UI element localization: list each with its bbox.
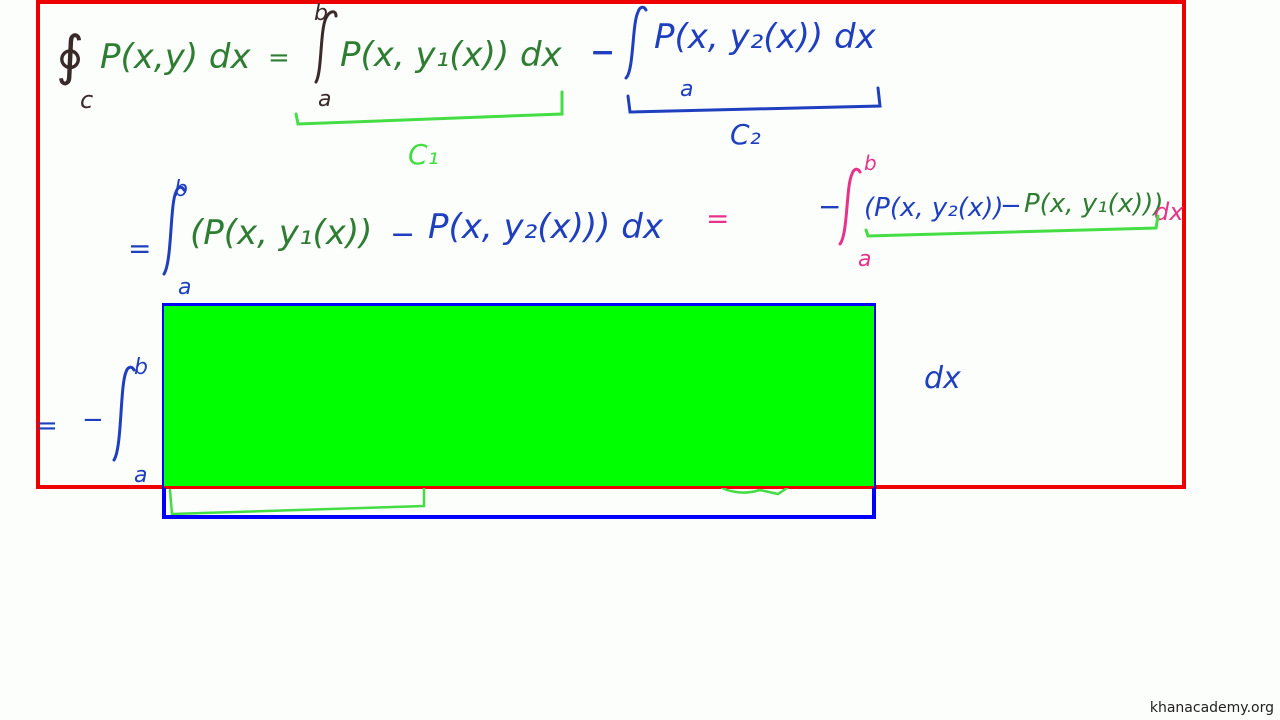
khanacademy-watermark: khanacademy.org (1149, 700, 1274, 716)
highlight-box-fill (164, 305, 874, 486)
c1-label: C₁ (408, 138, 439, 171)
line1-int1-body: P(x, y₁(x)) dx (340, 35, 563, 75)
line2-rhs-dx: dx (1154, 198, 1184, 226)
line3-underline-left (168, 486, 426, 516)
line2-rhs-integral (838, 167, 862, 246)
line2-body-green: (P(x, y₁(x)) (190, 213, 372, 253)
line2-eq2: = (706, 202, 729, 235)
line2-rhs-minus: − (818, 190, 841, 223)
line3-eq: = (36, 411, 58, 441)
line2-rhs-green: P(x, y₁(x))) (1024, 189, 1164, 219)
line2-rhs-blue: (P(x, y₂(x)) (864, 193, 1004, 223)
line2-eq: = (128, 232, 151, 265)
line1-oint-sub: c (80, 86, 93, 114)
line3-dx: dx (924, 361, 961, 396)
line2-minus: − (390, 217, 415, 252)
line1-int2-body: P(x, y₂(x)) dx (654, 17, 877, 57)
line1-int1-lower: a (318, 87, 331, 112)
line2-upper: b (174, 177, 188, 202)
line3-minus: − (82, 405, 104, 435)
line1-int2-lower: a (680, 77, 693, 102)
c2-label: C₂ (730, 118, 761, 151)
line3-lower: a (134, 463, 147, 488)
line2-lower: a (178, 275, 191, 300)
line3-upper: b (134, 355, 148, 380)
line1-lhs: P(x,y) dx (100, 37, 251, 77)
line2-rhs-upper: b (864, 151, 877, 175)
line2-integral (162, 185, 186, 276)
line1-eq: = (268, 43, 290, 73)
line2-body-blue: P(x, y₂(x))) dx (428, 207, 664, 247)
line3-underline-right (720, 484, 792, 496)
line3-integral (112, 365, 136, 462)
line1-integral-2 (624, 5, 648, 80)
line1-integral-1 (314, 10, 338, 84)
line1-int1-upper: b (314, 1, 328, 26)
c2-bracket (626, 86, 882, 114)
line2-rhs-underline (864, 214, 1160, 238)
line1-oint: ∮ (56, 24, 84, 87)
line1-minus: − (590, 35, 615, 70)
line2-rhs-minus-mid: − (1000, 191, 1022, 221)
c1-bracket (294, 90, 564, 126)
line2-rhs-lower: a (858, 247, 871, 272)
